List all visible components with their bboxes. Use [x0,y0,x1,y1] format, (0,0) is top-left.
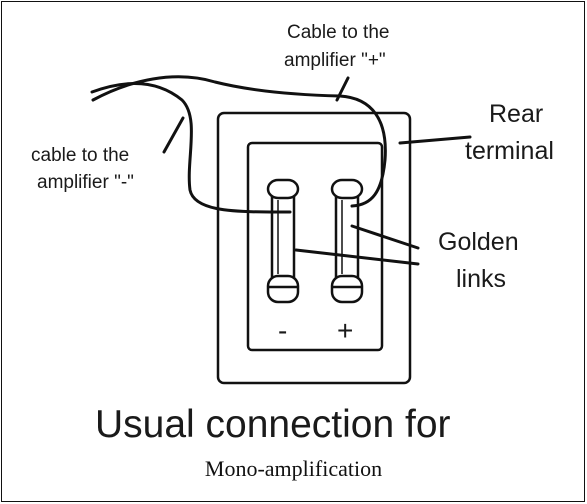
label-cable-minus-2: amplifier "-" [37,172,134,193]
cable-minus [90,82,292,214]
diagram-caption: Mono-amplification [204,456,383,481]
label-cable-plus-1: Cable to the [287,22,389,43]
leader-golden-links-1 [350,224,420,250]
leader-rear-terminal [398,135,472,145]
label-minus-sign: - [278,315,287,346]
leader-golden-links-2 [294,248,420,266]
golden-link-plus [330,178,364,304]
terminal-inner-plate [246,141,384,352]
label-golden: Golden [438,228,519,256]
label-rear: Rear [489,100,543,128]
label-plus-sign: + [337,315,353,346]
leader-cable-plus [335,76,350,102]
leader-cable-minus [162,116,185,154]
label-links: links [456,265,506,293]
cable-plus [91,75,387,208]
label-cable-plus-2: amplifier "+" [284,50,386,71]
label-terminal: terminal [465,137,554,165]
golden-link-minus [266,178,300,304]
rear-terminal-outer-box [216,111,412,385]
label-cable-minus-1: cable to the [31,145,129,166]
diagram-title: Usual connection for [95,403,451,446]
